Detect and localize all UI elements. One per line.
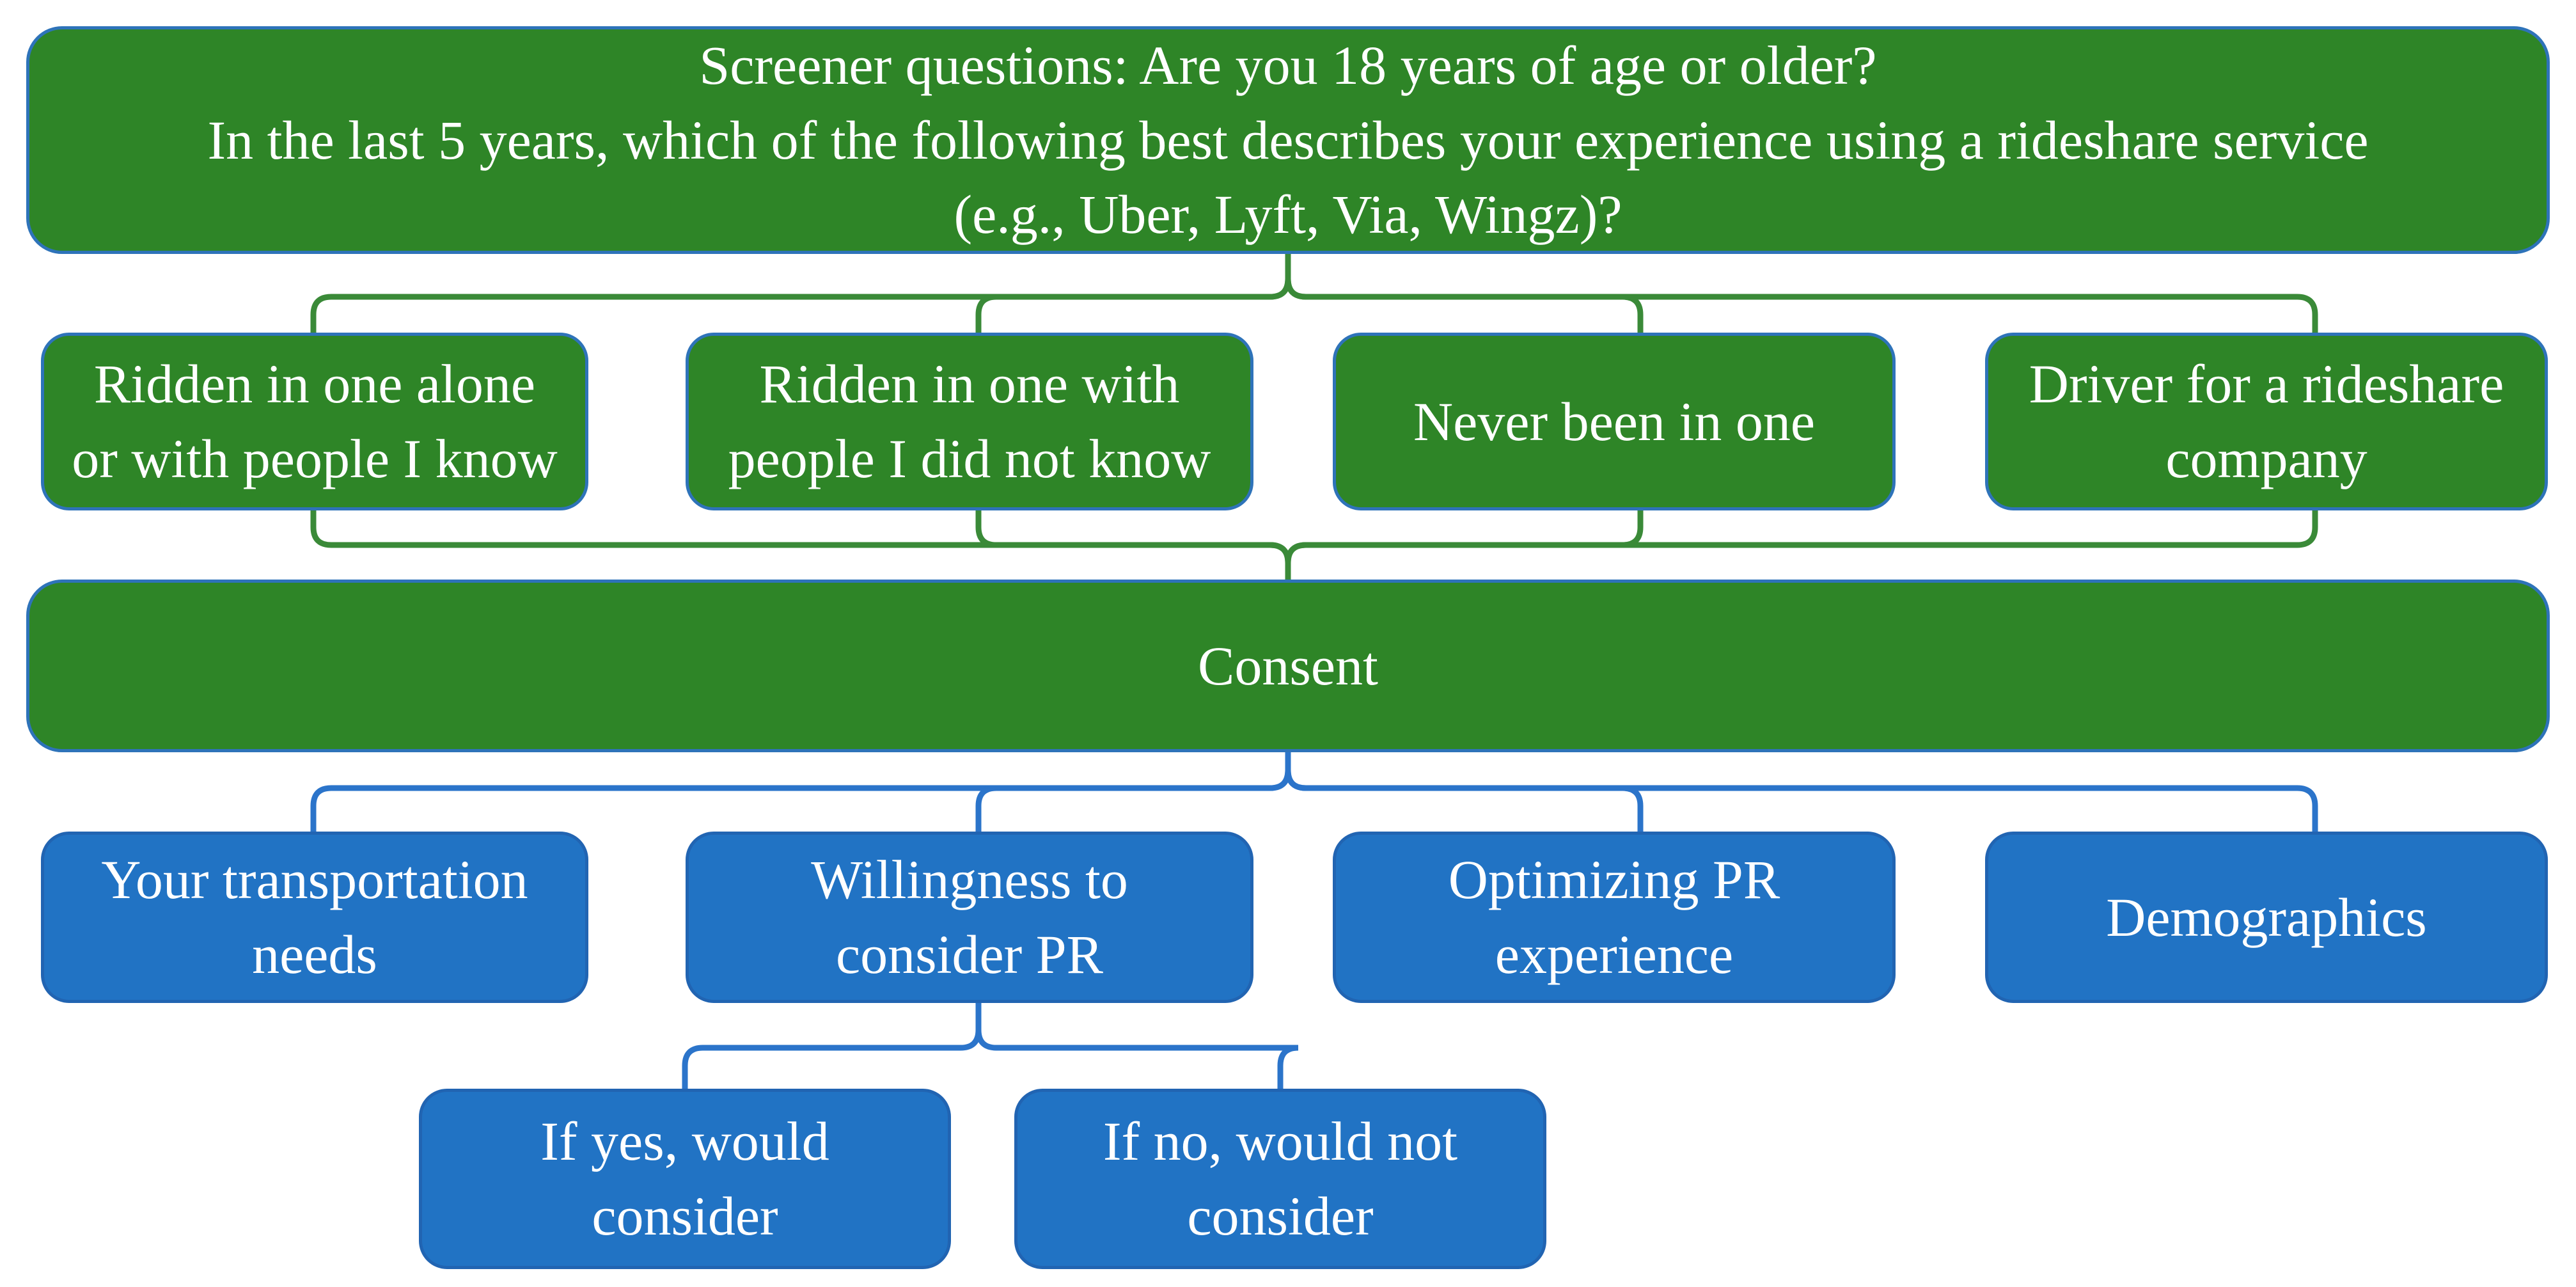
option-ridden-alone-label: Ridden in one alone or with people I kno…	[72, 353, 558, 489]
connector-option-2-to-consent	[975, 508, 1291, 582]
connector-consent-to-section-2	[975, 750, 1291, 834]
section-optimizing-label: Optimizing PR experience	[1448, 849, 1780, 985]
node-section-willingness-to-consider-pr: Willingness to consider PR	[686, 832, 1253, 1003]
connector-consent-to-section-1	[310, 750, 1291, 834]
connector-consent-to-section-3	[1285, 750, 1644, 834]
node-option-never-been: Never been in one	[1333, 333, 1896, 510]
connector-screener-to-option-3	[1285, 251, 1644, 335]
node-screener-questions: Screener questions: Are you 18 years of …	[26, 26, 2550, 254]
screener-questions-label: Screener questions: Are you 18 years of …	[207, 34, 2369, 246]
connectors-screener-to-options	[310, 251, 2318, 335]
connector-screener-to-option-2	[975, 251, 1291, 335]
node-option-rideshare-driver: Driver for a rideshare company	[1985, 333, 2548, 510]
node-outcome-would-consider: If yes, would consider	[419, 1089, 951, 1269]
node-section-demographics: Demographics	[1985, 832, 2548, 1003]
connector-willingness-to-outcome-yes	[682, 1000, 982, 1091]
option-never-been-label: Never been in one	[1413, 390, 1815, 452]
connector-consent-to-section-4	[1285, 750, 2318, 834]
section-transportation-needs-label: Your transportation needs	[101, 849, 528, 985]
node-consent: Consent	[26, 580, 2550, 752]
section-willingness-label: Willingness to consider PR	[811, 849, 1128, 985]
connectors-consent-to-sections	[310, 750, 2318, 834]
option-ridden-with-strangers-label: Ridden in one with people I did not know	[728, 353, 1211, 489]
option-rideshare-driver-label: Driver for a rideshare company	[2029, 353, 2504, 489]
outcome-would-consider-label: If yes, would consider	[540, 1110, 829, 1247]
connector-willingness-to-outcome-no	[975, 1000, 1299, 1091]
node-option-ridden-with-strangers: Ridden in one with people I did not know	[686, 333, 1253, 510]
section-demographics-label: Demographics	[2106, 886, 2427, 948]
connector-screener-to-option-4	[1285, 251, 2318, 335]
connectors-willingness-to-outcomes	[682, 1000, 1299, 1091]
node-option-ridden-alone: Ridden in one alone or with people I kno…	[41, 333, 588, 510]
connector-option-4-to-consent	[1285, 508, 2318, 582]
outcome-would-not-consider-label: If no, would not consider	[1103, 1110, 1458, 1247]
consent-label: Consent	[1198, 635, 1378, 697]
connectors-options-to-consent	[310, 508, 2318, 582]
node-outcome-would-not-consider: If no, would not consider	[1014, 1089, 1546, 1269]
connector-screener-to-option-1	[310, 251, 1291, 335]
node-section-transportation-needs: Your transportation needs	[41, 832, 588, 1003]
node-section-optimizing-pr-experience: Optimizing PR experience	[1333, 832, 1896, 1003]
